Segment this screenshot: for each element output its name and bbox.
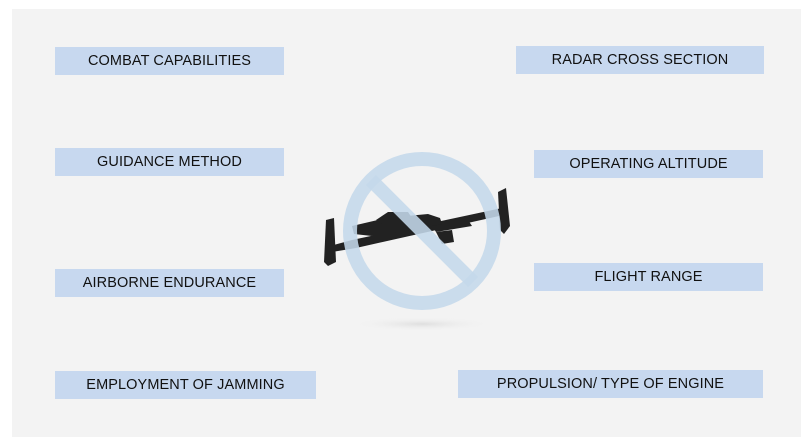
emblem-shadow xyxy=(352,317,492,331)
label-propulsion-engine: PROPULSION/ TYPE OF ENGINE xyxy=(458,370,763,398)
label-text: FLIGHT RANGE xyxy=(594,269,703,285)
diagram-canvas: COMBAT CAPABILITIES RADAR CROSS SECTION … xyxy=(12,9,801,437)
label-flight-range: FLIGHT RANGE xyxy=(534,263,763,291)
label-text: GUIDANCE METHOD xyxy=(97,154,242,170)
label-text: EMPLOYMENT OF JAMMING xyxy=(86,377,285,393)
label-radar-cross-section: RADAR CROSS SECTION xyxy=(516,46,764,74)
label-employment-of-jamming: EMPLOYMENT OF JAMMING xyxy=(55,371,316,399)
label-combat-capabilities: COMBAT CAPABILITIES xyxy=(55,47,284,75)
label-text: OPERATING ALTITUDE xyxy=(569,156,728,172)
no-drone-icon xyxy=(324,152,510,331)
label-guidance-method: GUIDANCE METHOD xyxy=(55,148,284,176)
label-airborne-endurance: AIRBORNE ENDURANCE xyxy=(55,269,284,297)
label-text: PROPULSION/ TYPE OF ENGINE xyxy=(496,376,725,392)
label-text: COMBAT CAPABILITIES xyxy=(87,53,252,69)
label-text: AIRBORNE ENDURANCE xyxy=(82,275,257,291)
label-operating-altitude: OPERATING ALTITUDE xyxy=(534,150,763,178)
prohibition-sign xyxy=(343,152,501,310)
label-text: RADAR CROSS SECTION xyxy=(551,52,729,68)
